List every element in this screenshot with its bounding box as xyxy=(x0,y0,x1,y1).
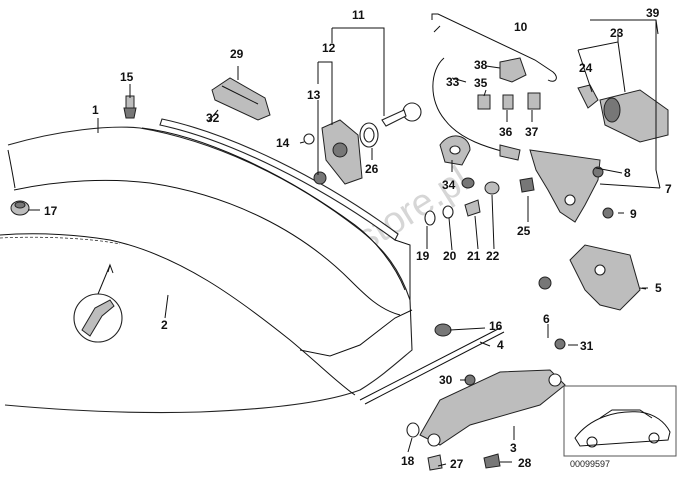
clips-35-38 xyxy=(477,57,541,110)
callout-34: 34 xyxy=(442,178,456,192)
callout-11: 11 xyxy=(352,8,365,22)
callout-15: 15 xyxy=(120,70,134,84)
lock-actuator xyxy=(577,84,669,143)
callout-33: 33 xyxy=(446,75,460,89)
hinge-assembly xyxy=(359,323,566,471)
callout-28: 28 xyxy=(518,456,532,470)
callout-13: 13 xyxy=(307,88,321,102)
latch-assembly xyxy=(519,149,614,223)
leader-lines xyxy=(28,19,661,467)
callout-29: 29 xyxy=(230,47,244,61)
callout-7: 7 xyxy=(665,182,672,196)
plug-15 xyxy=(123,95,137,119)
callout-1: 1 xyxy=(92,103,99,117)
car-thumbnail: 00099597 xyxy=(563,385,677,469)
callout-37: 37 xyxy=(525,125,539,139)
callout-4: 4 xyxy=(497,338,504,352)
release-cable xyxy=(431,13,557,161)
callout-39: 39 xyxy=(646,6,660,20)
rubber-buffer-17 xyxy=(10,200,30,216)
callout-14: 14 xyxy=(276,136,290,150)
callout-19: 19 xyxy=(416,249,430,263)
callout-6: 6 xyxy=(543,312,550,326)
callout-26: 26 xyxy=(365,162,379,176)
seal-strip xyxy=(159,118,411,300)
callout-17: 17 xyxy=(44,204,58,218)
callout-10: 10 xyxy=(514,20,528,34)
callout-3: 3 xyxy=(510,441,517,455)
detail-magnifier xyxy=(73,263,123,343)
callout-22: 22 xyxy=(486,249,500,263)
callout-21: 21 xyxy=(467,249,481,263)
lock-cylinder-assembly xyxy=(303,102,422,185)
callout-5: 5 xyxy=(655,281,662,295)
callout-35: 35 xyxy=(474,76,488,90)
callout-23: 23 xyxy=(610,26,624,40)
callout-8: 8 xyxy=(624,166,631,180)
callout-31: 31 xyxy=(580,339,594,353)
callout-24: 24 xyxy=(579,61,593,75)
callout-2: 2 xyxy=(161,318,168,332)
callout-25: 25 xyxy=(517,224,531,238)
callout-18: 18 xyxy=(401,454,415,468)
callout-20: 20 xyxy=(443,249,457,263)
callout-12: 12 xyxy=(322,41,336,55)
callout-38: 38 xyxy=(474,58,488,72)
callout-16: 16 xyxy=(489,319,503,333)
callout-32: 32 xyxy=(206,111,220,125)
callout-30: 30 xyxy=(439,373,453,387)
handle-34 xyxy=(439,135,471,166)
callout-27: 27 xyxy=(450,457,464,471)
striker-5 xyxy=(538,244,641,311)
callout-9: 9 xyxy=(630,207,637,221)
fasteners-19-22 xyxy=(424,177,500,226)
lamp-housing-29 xyxy=(211,77,271,121)
callout-36: 36 xyxy=(499,125,513,139)
diagram-code: 00099597 xyxy=(570,459,610,469)
callout-labels: 1 2 3 4 5 6 7 8 9 10 11 12 13 14 15 16 1… xyxy=(44,6,672,471)
